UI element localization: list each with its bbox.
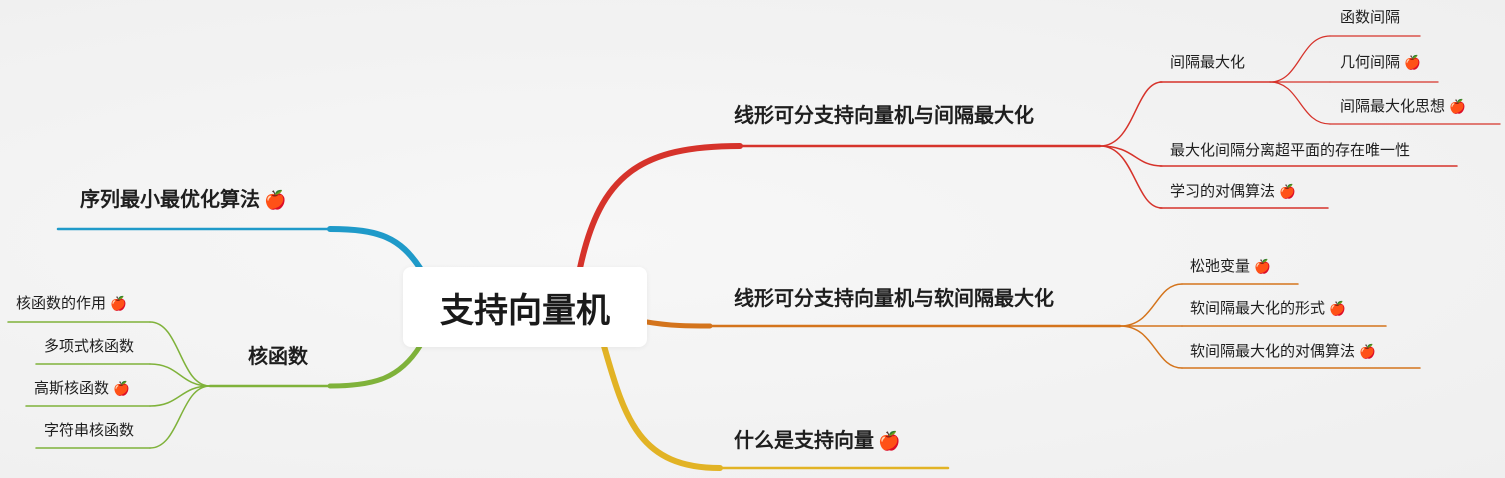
root-topic-label: 支持向量机 <box>440 290 610 331</box>
topic-linear-separable-svm[interactable]: 线形可分支持向量机与间隔最大化 <box>734 105 1034 125</box>
subtopic-label: 软间隔最大化的形式 <box>1190 299 1326 317</box>
apple-icon: 🍎 <box>1254 259 1271 275</box>
subtopic-string-kernel[interactable]: 字符串核函数 <box>44 423 134 438</box>
apple-icon: 🍎 <box>113 381 130 397</box>
connector-b1-c3 <box>1099 145 1163 209</box>
subtopic-label: 学习的对偶算法 <box>1170 182 1276 200</box>
connector-b1-c2 <box>1099 145 1163 167</box>
subtopic-soft-margin-form[interactable]: 软间隔最大化的形式🍎 <box>1190 301 1346 317</box>
subtopic-geometric-margin[interactable]: 几何间隔🍎 <box>1340 55 1421 71</box>
apple-icon: 🍎 <box>1404 55 1421 71</box>
apple-icon: 🍎 <box>110 296 127 312</box>
connector-b5-c1 <box>149 321 211 387</box>
subtopic-slack-variables[interactable]: 松弛变量🍎 <box>1190 259 1271 275</box>
apple-icon: 🍎 <box>878 431 901 452</box>
subtopic-functional-margin[interactable]: 函数间隔 <box>1340 10 1400 25</box>
topic-label: 什么是支持向量 <box>734 428 874 452</box>
connector-b5-c3 <box>149 385 211 407</box>
topic-label: 核函数 <box>248 344 308 368</box>
topic-label: 线形可分支持向量机与间隔最大化 <box>734 103 1034 127</box>
topic-label: 线形可分支持向量机与软间隔最大化 <box>734 286 1054 310</box>
topic-kernel-functions[interactable]: 核函数 <box>248 346 308 366</box>
connector-b1-c1-g3 <box>1269 81 1331 125</box>
connector-b5-c2 <box>149 363 211 387</box>
apple-icon: 🍎 <box>1359 344 1376 360</box>
subtopic-separating-hyperplane-uniqueness[interactable]: 最大化间隔分离超平面的存在唯一性 <box>1170 143 1410 158</box>
subtopic-dual-learning-algorithm[interactable]: 学习的对偶算法🍎 <box>1170 184 1296 200</box>
subtopic-label: 最大化间隔分离超平面的存在唯一性 <box>1170 141 1411 159</box>
connector-root-b5 <box>327 343 423 389</box>
subtopic-label: 松弛变量 <box>1190 257 1251 275</box>
branch-connectors-smo <box>56 226 423 271</box>
subtopic-label: 几何间隔 <box>1340 53 1401 71</box>
subtopic-soft-margin-dual-algorithm[interactable]: 软间隔最大化的对偶算法🍎 <box>1190 344 1376 360</box>
branch-connectors-linear-separable <box>577 35 1501 271</box>
subtopic-label: 多项式核函数 <box>44 337 135 355</box>
subtopic-gaussian-kernel[interactable]: 高斯核函数🍎 <box>34 381 130 397</box>
topic-smo-algorithm[interactable]: 序列最小最优化算法🍎 <box>80 189 286 210</box>
subtopic-label: 间隔最大化 <box>1170 53 1246 71</box>
connector-root-b4 <box>327 226 423 271</box>
topic-label: 序列最小最优化算法 <box>80 187 260 211</box>
subtopic-margin-maximization[interactable]: 间隔最大化 <box>1170 55 1245 70</box>
connector-b1-c1 <box>1099 81 1163 147</box>
branch-connectors-support-vector <box>601 343 950 471</box>
subtopic-label: 核函数的作用 <box>16 294 107 312</box>
subtopic-label: 函数间隔 <box>1340 8 1401 26</box>
apple-icon: 🍎 <box>1329 301 1346 317</box>
subtopic-kernel-role[interactable]: 核函数的作用🍎 <box>16 296 127 312</box>
apple-icon: 🍎 <box>1449 99 1466 115</box>
connector-root-b1 <box>577 143 743 271</box>
apple-icon: 🍎 <box>264 190 287 211</box>
topic-what-is-support-vector[interactable]: 什么是支持向量🍎 <box>734 430 900 451</box>
apple-icon: 🍎 <box>1279 184 1296 200</box>
subtopic-label: 字符串核函数 <box>44 421 135 439</box>
connector-b1-c1-g1 <box>1269 35 1331 83</box>
connector-b5-c4 <box>149 385 211 449</box>
topic-soft-margin-svm[interactable]: 线形可分支持向量机与软间隔最大化 <box>734 288 1054 308</box>
root-topic-box[interactable]: 支持向量机 <box>403 267 647 347</box>
connector-b2-c3 <box>1119 325 1183 369</box>
connector-root-b3 <box>601 343 723 471</box>
branch-connectors-kernel <box>7 321 423 449</box>
subtopic-label: 间隔最大化思想 <box>1340 97 1446 115</box>
subtopic-label: 软间隔最大化的对偶算法 <box>1190 342 1356 360</box>
branch-connectors-soft-margin <box>644 283 1421 369</box>
connector-b2-c1 <box>1119 283 1183 327</box>
subtopic-polynomial-kernel[interactable]: 多项式核函数 <box>44 339 134 354</box>
subtopic-margin-maximization-idea[interactable]: 间隔最大化思想🍎 <box>1340 99 1466 115</box>
subtopic-label: 高斯核函数 <box>34 379 110 397</box>
